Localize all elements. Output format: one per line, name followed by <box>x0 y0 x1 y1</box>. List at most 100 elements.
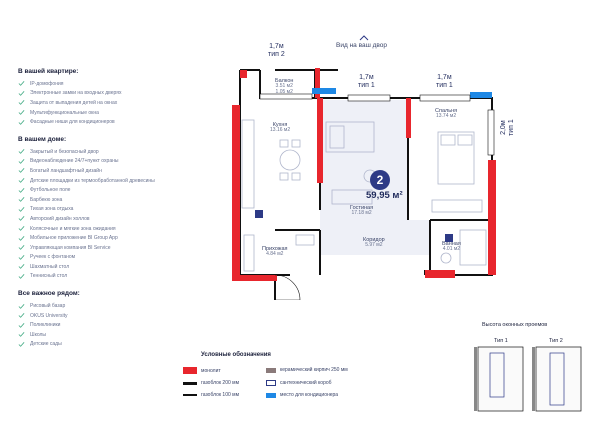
check-icon <box>18 235 25 241</box>
feature-label: IP-домофония <box>30 80 64 87</box>
feature-item: IP-домофония <box>18 79 218 89</box>
check-icon <box>18 178 25 183</box>
section-title: В вашем доме: <box>18 135 67 143</box>
check-icon <box>18 168 25 174</box>
section-title: В вашей квартире: <box>18 68 79 75</box>
check-icon <box>18 264 25 270</box>
feature-label: Детские площадки из термообработанной др… <box>30 177 155 184</box>
window-heights-title: Высота оконных проемов <box>482 322 548 328</box>
hall-furniture <box>243 234 315 272</box>
room-hall: Прихожая 4.84 м2 <box>262 246 288 258</box>
feature-item: Теннисный стол <box>18 272 218 282</box>
bath-furniture <box>440 229 487 266</box>
monolith-walls <box>232 68 496 281</box>
feature-label: Поликлиники <box>30 322 61 329</box>
check-icon <box>18 149 25 155</box>
feature-item: Авторский дизайн холлов <box>18 214 218 224</box>
legend-item-gasblock-100: газоблок 100 мм <box>183 392 239 398</box>
check-icon <box>18 206 25 212</box>
legend-item-monolith: монолит <box>183 367 221 374</box>
feature-item: Футбольное поле <box>18 185 218 195</box>
feature-item: Колясочные и мягкие зона ожидания <box>18 224 218 234</box>
feature-label: Управляющая компания BI Service <box>30 244 111 251</box>
feature-label: Ручеек с фонтаном <box>30 254 76 261</box>
room-corridor: Коридор 5.97 м2 <box>363 237 385 249</box>
window-type1-label: Тип 1 <box>494 338 508 344</box>
feature-item: Управляющая компания BI Service <box>18 243 218 253</box>
feature-label: OKUS University <box>30 312 68 319</box>
view-label: Вид на ваш двор <box>336 42 387 49</box>
legend-item-brick: керамический кирпич 250 мм <box>266 367 348 373</box>
section-title: Все важное рядом: <box>18 290 80 298</box>
feature-item: Богатый ландшафтный дизайн <box>18 166 218 176</box>
feature-label: Видеонаблюдение 24/7+пункт охраны <box>30 158 119 165</box>
legend-item-gasblock-200: газоблок 200 мм <box>183 380 239 386</box>
arrow-up-icon <box>359 35 369 41</box>
room-balcony: Балкон 3.51 м2 1.05 м2 <box>275 78 294 96</box>
feature-label: Защита от выпадения детей на окнах <box>30 99 118 106</box>
legend-item-conditioner: место для кондиционера <box>266 392 338 398</box>
feature-item: Фасадные ниши для кондиционеров <box>18 117 218 127</box>
check-icon <box>18 226 25 231</box>
feature-item: Закрытый и безопасный двор <box>18 147 218 157</box>
window-openings <box>259 93 495 156</box>
total-area: 59,95 м² <box>366 190 403 201</box>
check-icon <box>18 81 25 87</box>
room-living: Гостиная 17.18 м2 <box>350 205 374 217</box>
check-icon <box>18 158 25 164</box>
check-icon <box>18 341 25 347</box>
bath-floor <box>430 220 485 270</box>
bedroom-furniture <box>431 131 483 213</box>
rooms-count-badge: 2 <box>370 170 390 190</box>
feature-label: Шахматный стол <box>30 263 70 270</box>
feature-label: Рисовый базар <box>30 303 66 310</box>
feature-label: Школы <box>30 331 47 338</box>
entrance-door <box>274 274 301 300</box>
feature-item: Электронные замки на входных дверях <box>18 89 218 99</box>
check-icon <box>18 90 25 96</box>
legend-title: Условные обозначения <box>201 352 271 358</box>
feature-label: Мобильное приложение BI Group App <box>30 235 118 242</box>
feature-item: Школы <box>18 330 218 340</box>
feature-label: Авторский дизайн холлов <box>30 215 90 222</box>
room-kitchen: Кухня 13.16 м2 <box>270 122 291 134</box>
feature-item: Шахматный стол <box>18 262 218 272</box>
sanitary-boxes <box>255 210 453 242</box>
check-icon <box>18 197 25 203</box>
feature-item: Барбекю зона <box>18 195 218 205</box>
conditioner-spot <box>312 88 336 94</box>
feature-item: Детские сады <box>18 340 218 350</box>
conditioner-spot <box>470 92 492 98</box>
feature-label: Колясочные и мягкие зона ожидания <box>30 225 116 232</box>
feature-item: OKUS University <box>18 311 218 321</box>
check-icon <box>18 100 25 106</box>
feature-item: Мультифункциональные окна <box>18 108 218 118</box>
floor-plan: Балкон 3.51 м2 1.05 м2 Кухня 13.16 м2 Го… <box>220 30 520 300</box>
check-icon <box>18 110 25 115</box>
feature-label: Закрытый и безопасный двор <box>30 148 99 155</box>
check-icon <box>18 313 25 319</box>
check-icon <box>18 216 25 222</box>
feature-label: Фасадные ниши для кондиционеров <box>30 119 115 126</box>
feature-label: Теннисный стол <box>30 273 68 280</box>
check-icon <box>18 274 25 279</box>
feature-item: Видеонаблюдение 24/7+пункт охраны <box>18 157 218 167</box>
check-icon <box>18 322 25 328</box>
feature-item: Поликлиники <box>18 320 218 330</box>
corridor-floor <box>320 220 430 255</box>
kitchen-furniture <box>241 119 301 209</box>
check-icon <box>18 332 25 338</box>
feature-item: Мобильное приложение BI Group App <box>18 233 218 243</box>
feature-label: Тихая зона отдыха <box>30 206 74 213</box>
feature-label: Мультифункциональные окна <box>30 109 99 116</box>
feature-item: Ручеек с фонтаном <box>18 253 218 263</box>
feature-label: Футбольное поле <box>30 187 71 194</box>
check-icon <box>18 254 25 260</box>
